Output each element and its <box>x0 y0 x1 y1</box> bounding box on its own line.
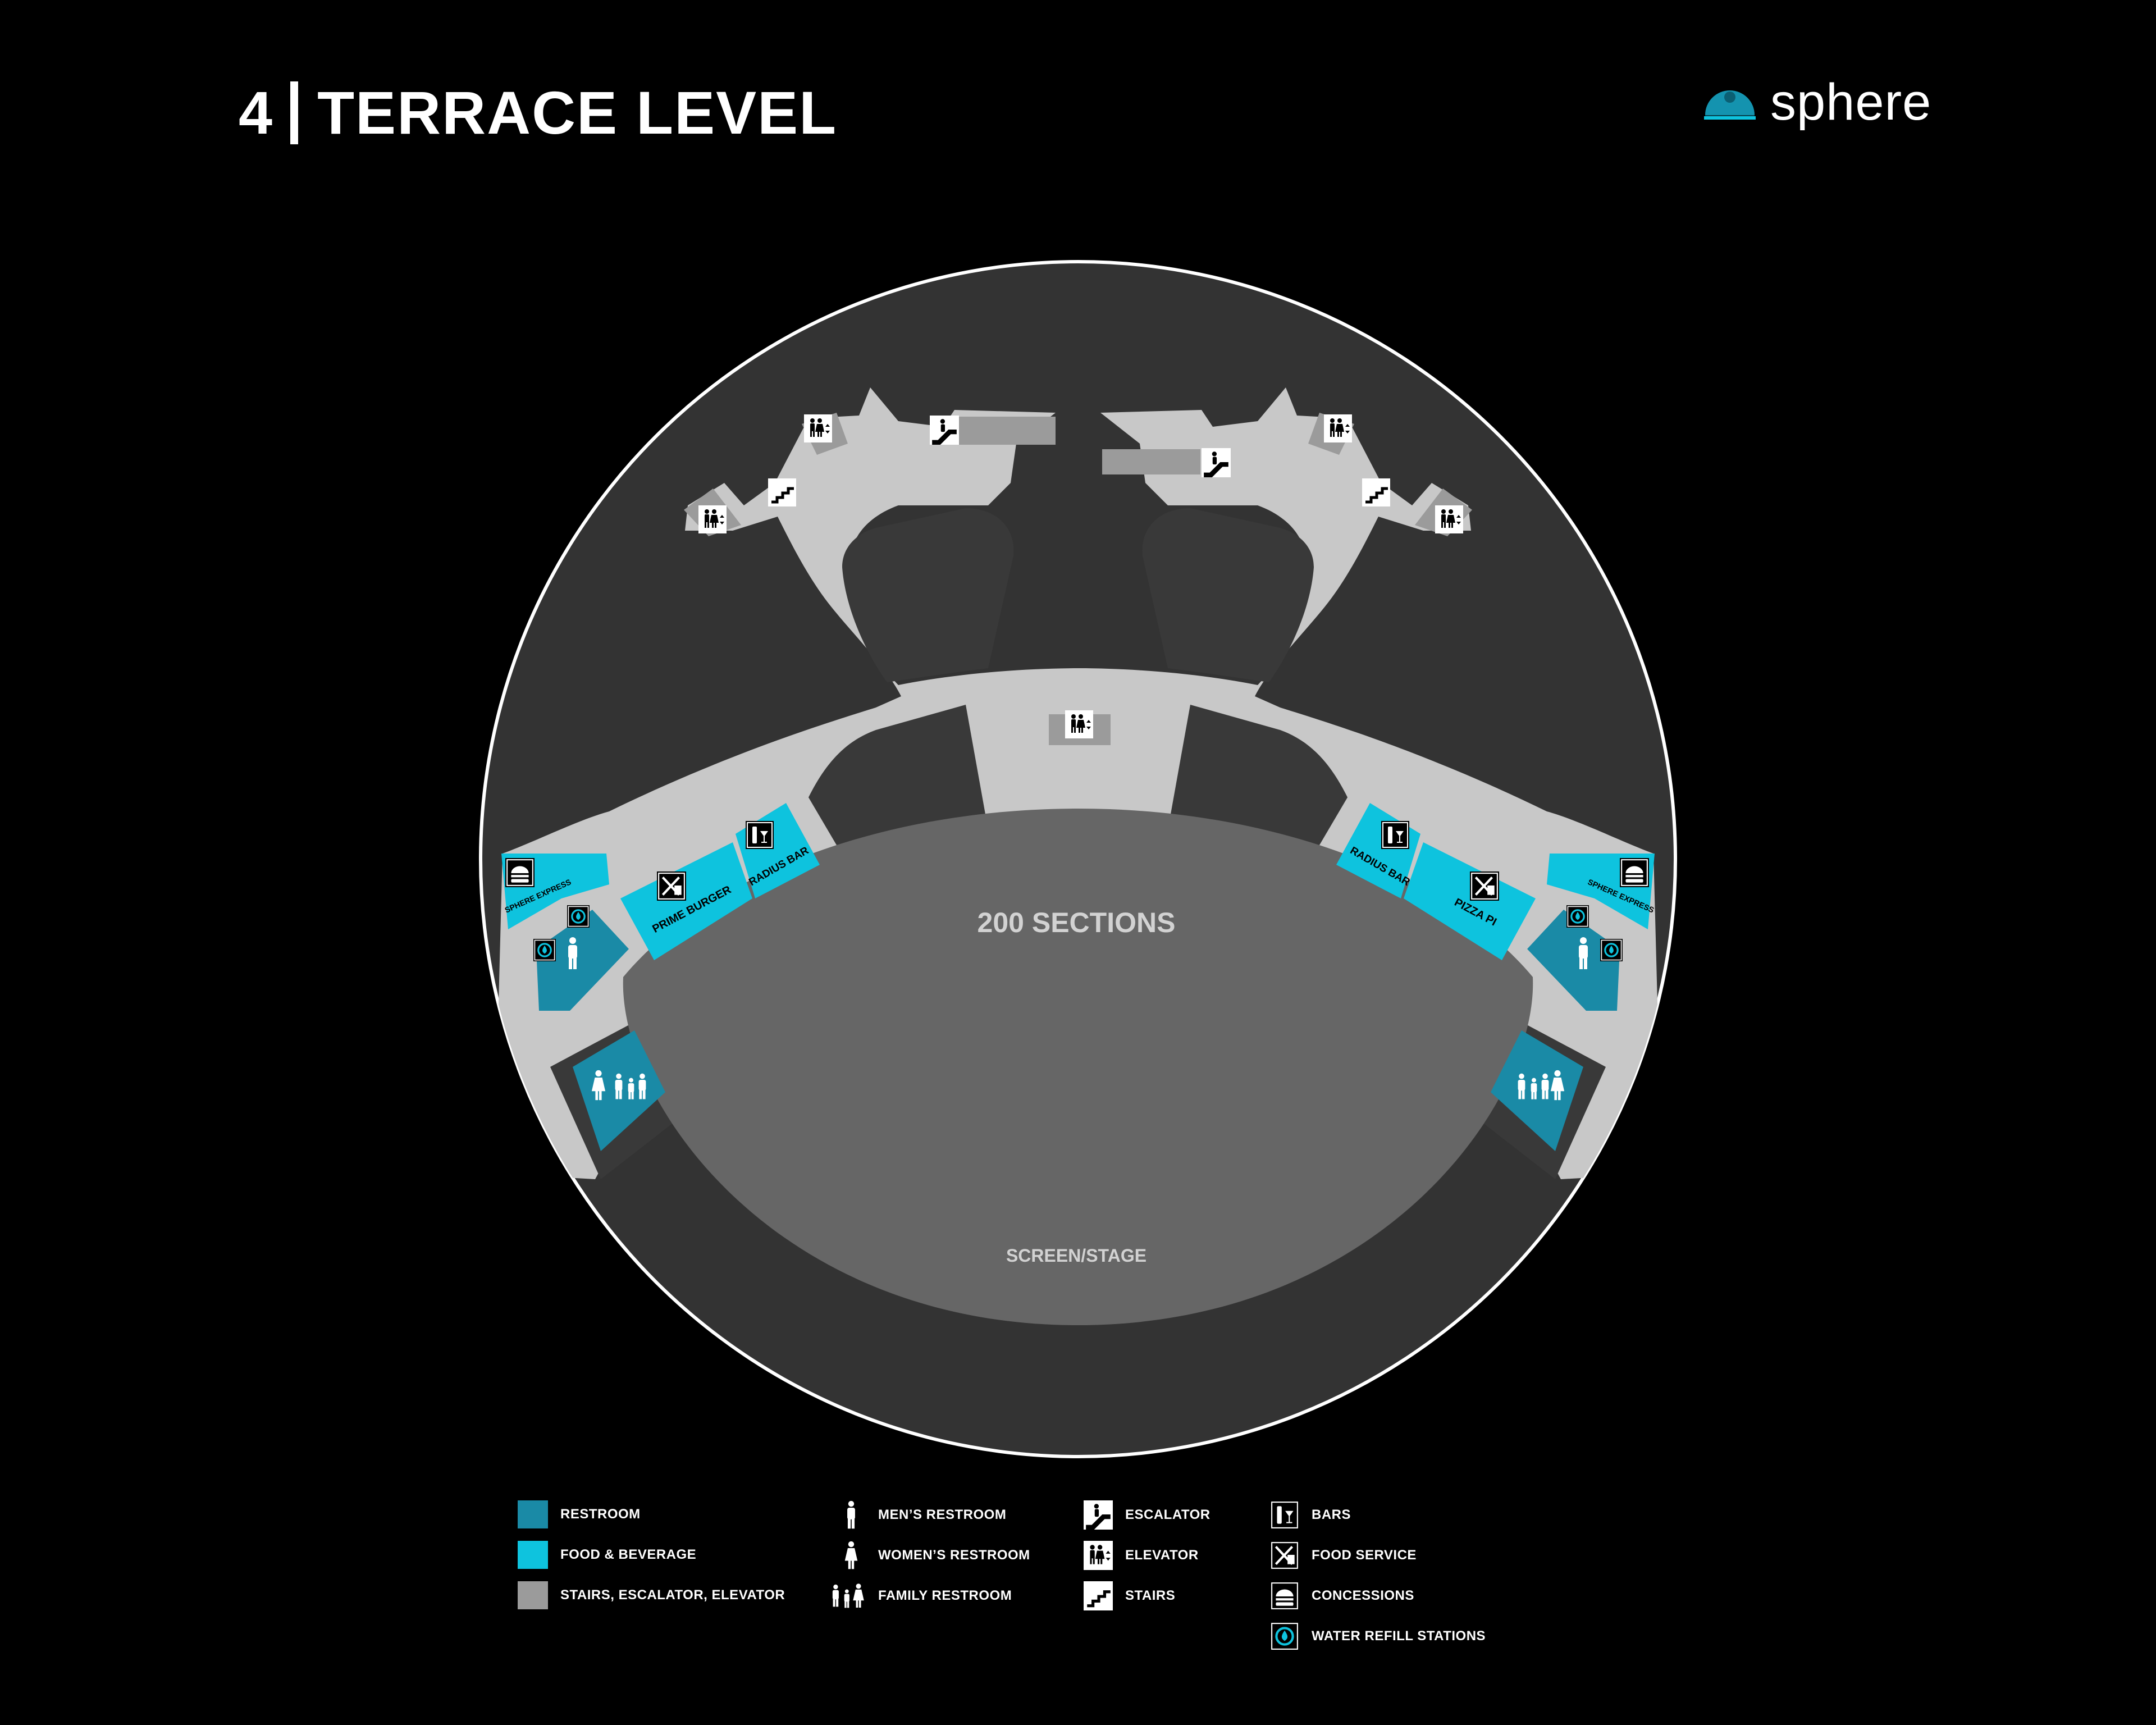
escalator-block-left <box>957 417 1056 445</box>
food-service-icon <box>1470 871 1499 901</box>
mens-restroom-right <box>1527 910 1620 1011</box>
womens-restroom-icon <box>837 1541 866 1570</box>
concessions-icon <box>1270 1581 1299 1610</box>
page-title: 4 TERRACE LEVEL <box>239 77 837 148</box>
mens-restroom-icon <box>837 1500 866 1530</box>
elevator-icon <box>698 505 727 533</box>
elevator-icon <box>1435 505 1463 533</box>
level-name: TERRACE LEVEL <box>317 79 838 147</box>
water-refill-icon <box>1600 939 1623 961</box>
void-left-lower <box>808 705 985 845</box>
elevator-icon <box>1084 1541 1113 1570</box>
legend-restroom: RESTROOM <box>518 1500 641 1528</box>
food-beverage-swatch <box>518 1541 548 1569</box>
legend-concessions: CONCESSIONS <box>1270 1581 1414 1610</box>
stairs-icon <box>1362 478 1390 506</box>
brand-name: sphere <box>1770 74 1932 131</box>
legend-water-refill: WATER REFILL STATIONS <box>1270 1622 1486 1651</box>
food-service-icon <box>1270 1541 1299 1570</box>
legend-family-restroom: FAMILY RESTROOM <box>830 1581 1012 1610</box>
prime-burger-area <box>620 842 752 960</box>
transport-swatch <box>518 1581 548 1609</box>
elevator-icon <box>804 414 832 442</box>
level-number: 4 <box>239 79 274 147</box>
legend-elevator: ELEVATOR <box>1084 1541 1199 1570</box>
pizza-pi-area <box>1404 842 1536 960</box>
title-divider <box>290 81 299 144</box>
legend-womens-restroom: WOMEN’S RESTROOM <box>837 1541 1030 1570</box>
water-refill-icon <box>533 939 556 961</box>
stage-label: SCREEN/STAGE <box>1006 1245 1146 1266</box>
legend-bars: BARS <box>1270 1500 1351 1530</box>
bar-icon <box>1270 1500 1299 1530</box>
bar-icon <box>746 821 774 849</box>
concourse-floor <box>494 387 1662 1179</box>
elevator-icon <box>1324 414 1352 442</box>
legend-food-beverage: FOOD & BEVERAGE <box>518 1541 696 1569</box>
elevator-icon <box>1065 710 1093 738</box>
legend-escalator: ESCALATOR <box>1084 1500 1211 1530</box>
water-refill-icon <box>567 905 590 928</box>
seating-bowl <box>623 809 1533 1325</box>
stairs-icon <box>1084 1581 1113 1610</box>
escalator-icon <box>1084 1500 1113 1530</box>
family-restroom-right <box>1491 1030 1583 1151</box>
escalator-icon <box>1202 448 1231 477</box>
restroom-swatch <box>518 1500 548 1528</box>
sphere-dome-logo-icon <box>1704 90 1756 120</box>
concessions-icon <box>505 858 535 887</box>
family-restroom-icon <box>830 1581 866 1610</box>
concessions-icon <box>1620 858 1649 887</box>
void-right-lower <box>1171 705 1347 845</box>
void-right-upper <box>1142 508 1314 682</box>
legend-stairs: STAIRS <box>1084 1581 1175 1610</box>
water-refill-icon <box>1270 1622 1299 1651</box>
stairs-icon <box>768 478 796 506</box>
sections-label: 200 SECTIONS <box>977 907 1176 938</box>
bar-icon <box>1381 821 1409 849</box>
food-service-icon <box>657 871 686 901</box>
brand-logo: sphere <box>1704 73 1931 132</box>
water-refill-icon <box>1566 905 1589 928</box>
escalator-icon <box>930 416 959 445</box>
escalator-block-right <box>1102 449 1200 474</box>
legend-mens-restroom: MEN’S RESTROOM <box>837 1500 1006 1530</box>
family-restroom-left <box>573 1030 665 1151</box>
void-left-upper <box>842 508 1014 682</box>
legend-food-service: FOOD SERVICE <box>1270 1541 1417 1570</box>
legend-transport-area: STAIRS, ESCALATOR, ELEVATOR <box>518 1581 785 1609</box>
mens-restroom-left <box>536 910 629 1011</box>
